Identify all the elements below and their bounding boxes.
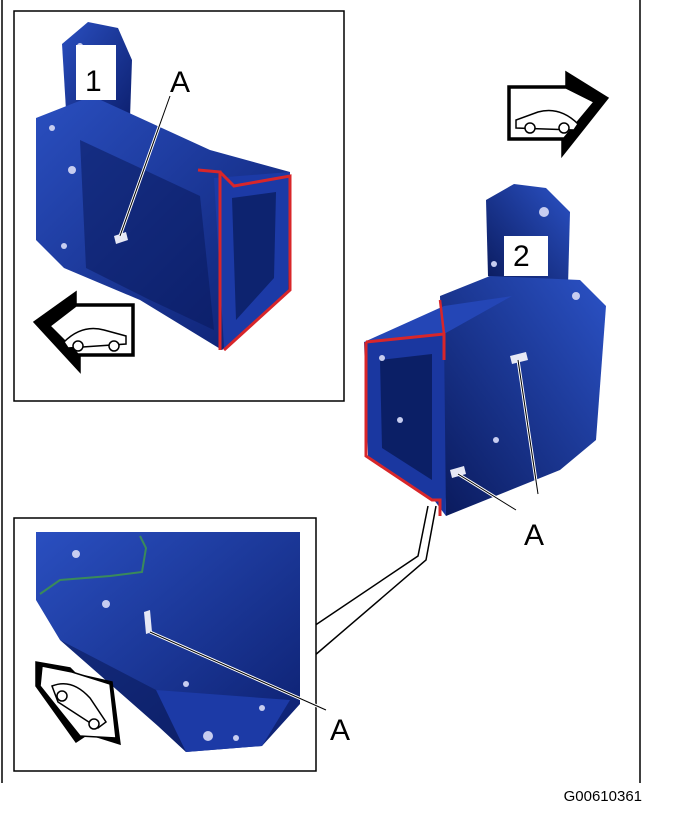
bracket-part-closeup xyxy=(36,532,300,752)
panel-1: 1 A xyxy=(13,10,345,402)
car-direction-arrow-icon xyxy=(35,661,121,746)
car-direction-arrow-icon xyxy=(507,70,610,159)
panel-1-number-box xyxy=(76,45,116,100)
panel-2-number: 2 xyxy=(513,240,530,273)
outer-frame xyxy=(1,0,641,783)
panel-3 xyxy=(13,517,327,772)
car-direction-arrow-icon xyxy=(32,290,135,374)
zoom-connector xyxy=(313,505,437,657)
callout-a2-label: A xyxy=(524,519,544,552)
bracket-part-1 xyxy=(36,22,292,352)
bracket-part-2 xyxy=(364,184,606,516)
panel-1-number: 1 xyxy=(85,65,102,98)
callout-a2-leaders xyxy=(457,359,540,512)
callout-a3-label: A xyxy=(330,714,350,747)
panel-2-number-box xyxy=(504,236,548,276)
figure-code: G00610361 xyxy=(563,788,642,805)
callout-a1-label: A xyxy=(170,66,190,99)
